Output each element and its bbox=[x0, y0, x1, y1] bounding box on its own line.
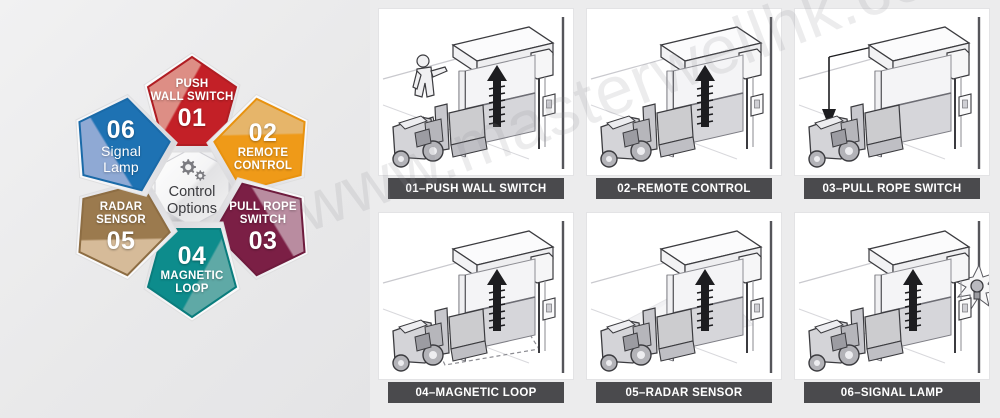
scene-image-signal-lamp bbox=[794, 212, 990, 380]
scene-image-push-wall-switch bbox=[378, 8, 574, 176]
scene-caption-01: 01–PUSH WALL SWITCH bbox=[388, 178, 564, 199]
scene-panel-02[interactable]: 02–REMOTE CONTROL bbox=[586, 8, 782, 202]
scene-panel-03[interactable]: 03–PULL ROPE SWITCH bbox=[794, 8, 990, 202]
scene-image-pull-rope-switch bbox=[794, 8, 990, 176]
forklift-icon bbox=[600, 307, 696, 372]
door-up-arrow-icon bbox=[903, 269, 923, 331]
forklift-icon bbox=[392, 103, 488, 168]
door-up-arrow-icon bbox=[487, 269, 507, 331]
scene-caption-03: 03–PULL ROPE SWITCH bbox=[804, 178, 980, 199]
door-up-arrow-icon bbox=[695, 269, 715, 331]
forklift-icon bbox=[808, 307, 904, 372]
scene-panel-05[interactable]: 05–RADAR SENSOR bbox=[586, 212, 782, 406]
scene-caption-06: 06–SIGNAL LAMP bbox=[804, 382, 980, 403]
scene-image-remote-control bbox=[586, 8, 782, 176]
scene-panel-grid: 01–PUSH WALL SWITCH 02–REMOTE CONTROL 03–P… bbox=[378, 8, 994, 410]
door-up-arrow-icon bbox=[695, 65, 715, 127]
scene-panel-01[interactable]: 01–PUSH WALL SWITCH bbox=[378, 8, 574, 202]
forklift-icon bbox=[392, 307, 488, 372]
scene-panel-04[interactable]: 04–MAGNETIC LOOP bbox=[378, 212, 574, 406]
signal-lamp-icon bbox=[953, 263, 989, 311]
forklift-icon bbox=[808, 103, 904, 168]
door-up-arrow-icon bbox=[487, 65, 507, 127]
scene-caption-05: 05–RADAR SENSOR bbox=[596, 382, 772, 403]
scene-image-magnetic-loop bbox=[378, 212, 574, 380]
rolling-door-icon bbox=[451, 230, 556, 362]
forklift-icon bbox=[600, 103, 696, 168]
scene-image-radar-sensor bbox=[586, 212, 782, 380]
scene-caption-04: 04–MAGNETIC LOOP bbox=[388, 382, 564, 403]
scene-panel-06[interactable]: 06–SIGNAL LAMP bbox=[794, 212, 990, 406]
scene-caption-02: 02–REMOTE CONTROL bbox=[596, 178, 772, 199]
